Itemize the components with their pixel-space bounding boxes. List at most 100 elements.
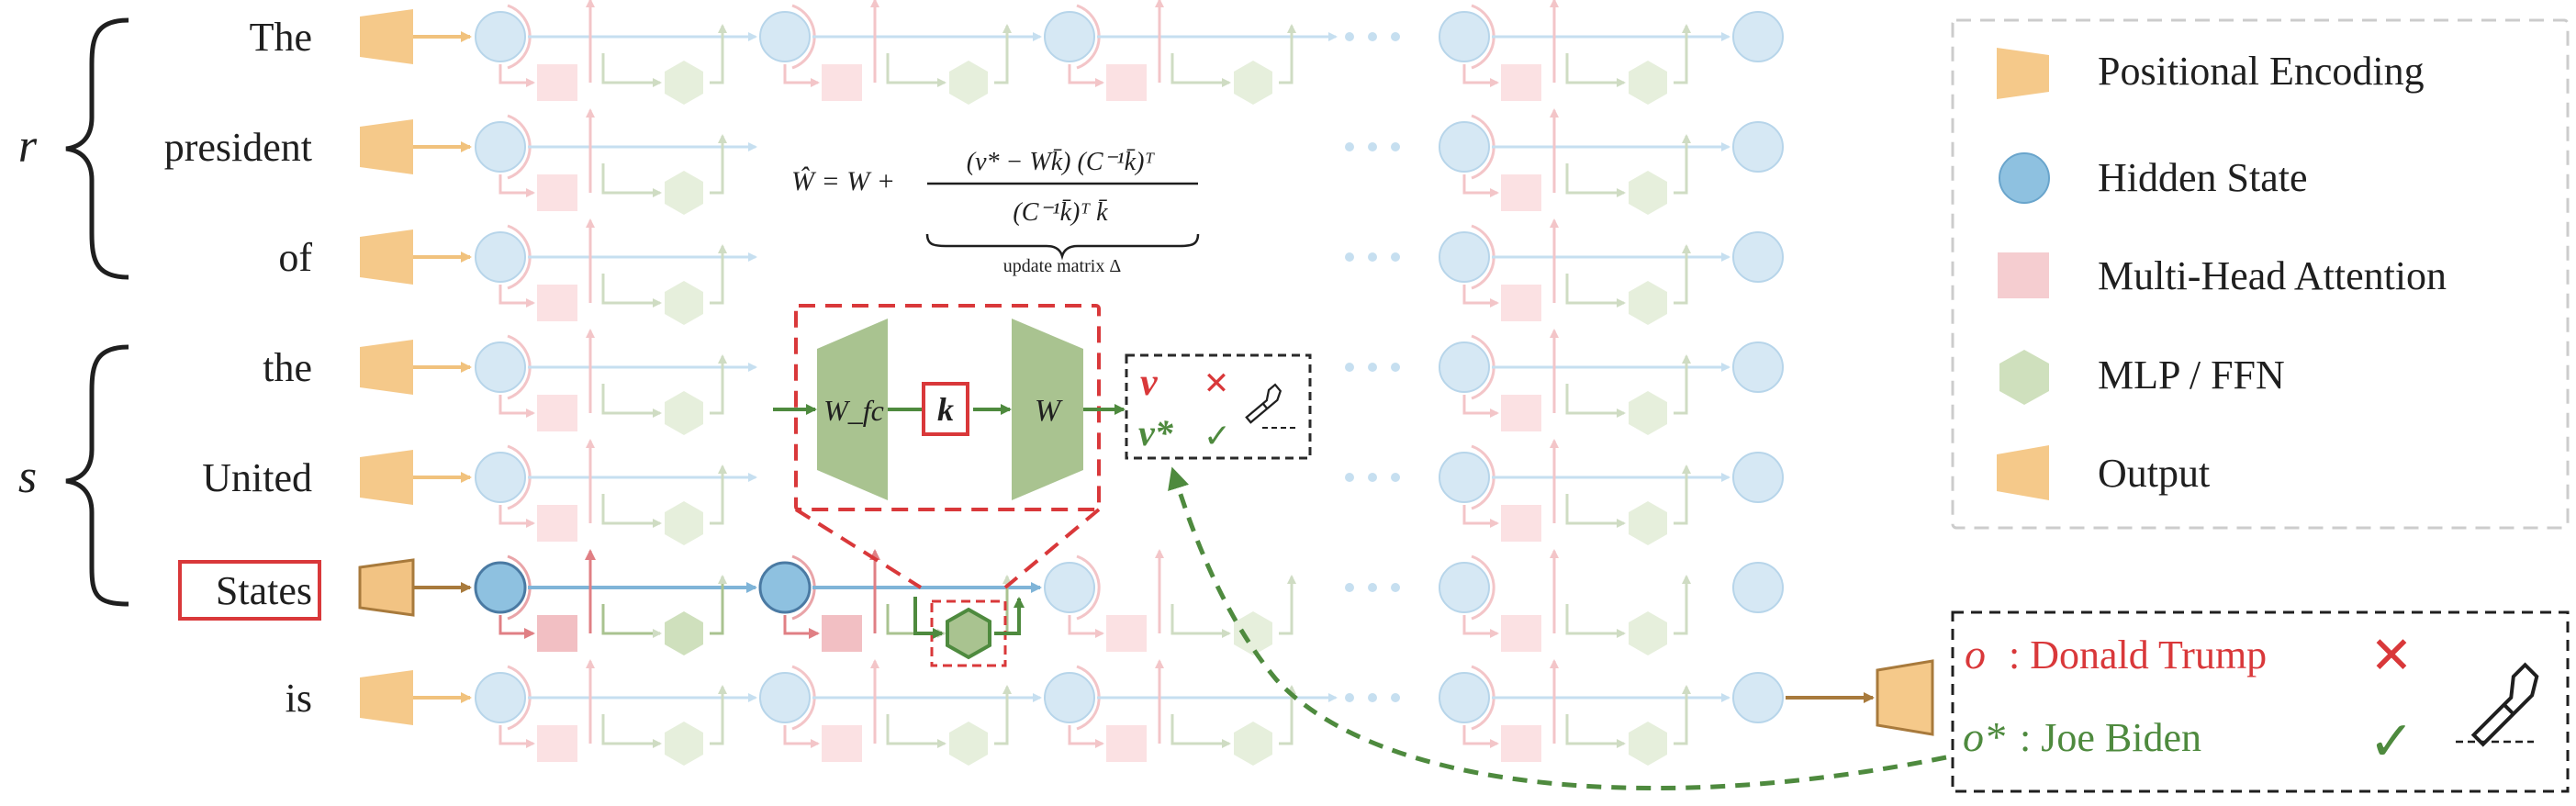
attention-block xyxy=(1106,615,1147,652)
value-box: v ✕ v* ✓ xyxy=(1125,353,1312,460)
ellipsis-dot xyxy=(1368,142,1377,151)
formula-denominator: (C⁻¹k̄)ᵀ k̄ xyxy=(1013,198,1108,227)
hidden-state-node xyxy=(475,121,526,173)
mlp-block xyxy=(1629,281,1667,325)
legend-frame xyxy=(1951,18,2570,530)
group-label-r: r xyxy=(18,120,38,173)
value-new-mark: ✓ xyxy=(1204,418,1231,455)
hidden-state-node xyxy=(1439,452,1490,503)
cross-icon: ✕ xyxy=(2370,626,2414,686)
mlp-icon xyxy=(1999,350,2049,405)
hidden-state-node xyxy=(475,341,526,393)
value-new: v* xyxy=(1138,412,1174,453)
ellipsis-dot xyxy=(1368,252,1377,262)
w-matrix xyxy=(1012,319,1083,500)
mlp-block xyxy=(665,391,703,435)
hidden-state-node xyxy=(1732,562,1784,613)
output-icon xyxy=(1997,445,2049,500)
prediction-box: o : Donald Trump ✕ o* : Joe Biden ✓ xyxy=(1951,610,2570,793)
hidden-state-node xyxy=(1439,11,1490,62)
hidden-state-node xyxy=(1732,341,1784,393)
hidden-state-node xyxy=(475,231,526,283)
legend-panel: Positional Encoding Hidden State Multi-H… xyxy=(1951,18,2570,530)
legend-label-attention: Multi-Head Attention xyxy=(2098,253,2447,298)
mlp-block xyxy=(1629,61,1667,105)
key-box xyxy=(922,382,969,436)
formula-lhs: Ŵ = W + xyxy=(791,166,895,196)
ellipsis-dot xyxy=(1391,473,1400,482)
input-encoding xyxy=(358,558,415,617)
legend-label-hidden-state: Hidden State xyxy=(2098,155,2308,200)
hidden-state-node xyxy=(1732,231,1784,283)
attention-block xyxy=(822,64,862,101)
prediction-old-text: : Donald Trump xyxy=(2009,632,2267,677)
ellipsis-dot xyxy=(1345,693,1354,702)
ellipsis-dot xyxy=(1368,473,1377,482)
mlp-block xyxy=(1629,722,1667,766)
input-encoding xyxy=(360,670,413,725)
ellipsis-dot xyxy=(1391,252,1400,262)
input-encoding xyxy=(360,119,413,174)
legend-label-mlp: MLP / FFN xyxy=(2098,353,2285,397)
mlp-block xyxy=(1629,171,1667,215)
hidden-state-node xyxy=(759,672,811,723)
hidden-state-node xyxy=(1044,11,1095,62)
attention-block xyxy=(1501,725,1541,762)
input-encoding xyxy=(360,340,413,395)
prediction-new-text: : Joe Biden xyxy=(2020,715,2201,760)
mlp-block xyxy=(1629,611,1667,655)
hidden-state-node xyxy=(759,11,811,62)
attention-block xyxy=(822,615,862,652)
group-brace-r xyxy=(65,17,129,280)
hidden-state-node xyxy=(758,561,812,614)
brace-label: update matrix Δ xyxy=(1003,256,1122,276)
value-old: v xyxy=(1140,362,1159,404)
mlp-block xyxy=(665,722,703,766)
token-the-1: The xyxy=(250,15,312,60)
hidden-state-node xyxy=(474,561,527,614)
attention-block xyxy=(1106,64,1147,101)
ellipsis-dot xyxy=(1391,363,1400,372)
input-encoding xyxy=(360,450,413,505)
hidden-state-node xyxy=(1439,231,1490,283)
wfc-matrix xyxy=(817,319,888,500)
transformer-network xyxy=(358,0,1934,766)
mlp-block xyxy=(949,61,988,105)
mlp-block xyxy=(1234,61,1272,105)
hidden-state-node xyxy=(1439,672,1490,723)
mlp-block xyxy=(665,61,703,105)
ellipsis-dot xyxy=(1345,142,1354,151)
ellipsis-dot xyxy=(1345,473,1354,482)
input-encoding xyxy=(360,229,413,285)
attention-block xyxy=(537,174,577,211)
wfc-label: W_fc xyxy=(823,394,884,427)
ellipsis-dot xyxy=(1368,32,1377,41)
value-old-mark: ✕ xyxy=(1204,365,1230,402)
positional-encoding-icon xyxy=(1997,48,2049,99)
attention-block xyxy=(537,615,577,652)
scalpel-icon xyxy=(1245,383,1282,424)
attention-block xyxy=(1501,64,1541,101)
group-brace-s xyxy=(65,344,129,607)
attention-icon xyxy=(1998,252,2049,298)
ellipsis-dot xyxy=(1345,252,1354,262)
ellipsis-dot xyxy=(1345,363,1354,372)
token-list: The president of the United States is xyxy=(164,15,321,721)
hidden-state-node xyxy=(475,452,526,503)
mlp-block xyxy=(1234,611,1272,655)
token-of: of xyxy=(278,235,312,280)
token-president: president xyxy=(164,125,312,170)
ellipsis-dot xyxy=(1345,583,1354,592)
check-icon: ✓ xyxy=(2369,710,2414,774)
attention-block xyxy=(1501,174,1541,211)
token-united: United xyxy=(202,455,312,500)
ellipsis-dot xyxy=(1391,693,1400,702)
mlp-block xyxy=(665,171,703,215)
hidden-state-node xyxy=(1439,341,1490,393)
output-block xyxy=(1876,659,1934,736)
hidden-state-node xyxy=(1439,562,1490,613)
hidden-state-node xyxy=(1732,672,1784,723)
mlp-block xyxy=(665,281,703,325)
w-label: W xyxy=(1035,394,1063,428)
